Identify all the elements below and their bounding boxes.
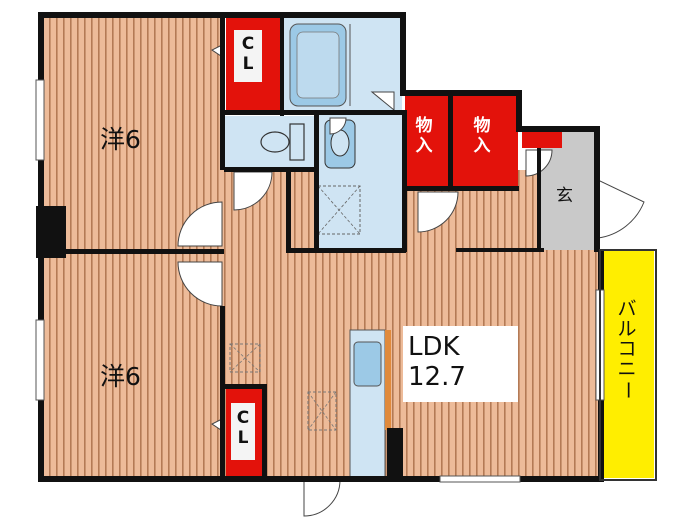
balcony-char-1: バ (617, 298, 637, 320)
wall-washroom-left (286, 172, 291, 252)
closet-upper-l: L (242, 53, 254, 74)
room-label-balcony: バ ル コ ニ ー (616, 298, 639, 400)
kitchen-sink (353, 341, 382, 387)
wall-toilet-bottom (224, 167, 316, 172)
ldk-name: LDK (408, 332, 460, 362)
closet-upper-c: C (241, 34, 255, 54)
room-label-ldk: LDK 12.7 (408, 332, 466, 393)
wall-right-entrance (594, 128, 600, 252)
wall-closet-lower-top (224, 384, 266, 389)
wall-entrance-top (516, 126, 600, 132)
storage-label-2: 物 入 (471, 116, 493, 157)
fridge-cross-a (307, 391, 337, 431)
doors (177, 43, 645, 517)
wall-washroom-right (402, 110, 407, 252)
storage-2-line1: 物 (473, 116, 491, 136)
wall-pillar-left (36, 206, 66, 258)
wall-west-lower-right (220, 306, 225, 482)
wall-bottom (38, 476, 604, 482)
storage-2-line2: 入 (473, 136, 491, 157)
west-upper-room-floor (42, 16, 224, 250)
closets (226, 16, 562, 476)
window-west-upper (35, 79, 45, 161)
toilet-bowl (260, 131, 290, 153)
window-ldk-bottom (439, 475, 521, 483)
closet-label-upper: C L (238, 34, 258, 74)
door-bath (370, 91, 395, 112)
room-label-west-upper: 洋6 (100, 125, 141, 154)
wall-storage-bottom (405, 186, 519, 191)
wall-washroom-bottom (286, 248, 406, 253)
wall-toilet-right (314, 114, 319, 252)
toilet-tank (289, 123, 305, 161)
room-label-entrance: 玄 (556, 186, 573, 206)
door-storage-1 (417, 191, 459, 233)
wall-west-rooms-right (220, 12, 225, 170)
ldk-label-box (403, 326, 518, 402)
wall-wet-bottom (224, 110, 406, 115)
wall-closet-lower-right (262, 384, 267, 480)
balcony-char-5: ー (616, 380, 639, 400)
storage-1 (405, 96, 449, 188)
door-washroom (329, 117, 347, 135)
door-west-upper (177, 201, 223, 247)
door-ldk-bottom (303, 479, 341, 517)
balcony-border (599, 249, 657, 481)
wall-room-divider (42, 249, 224, 254)
wall-step-top (400, 90, 520, 96)
storage-1-line1: 物 (415, 116, 433, 136)
storage-1-line2: 入 (415, 136, 433, 157)
balcony-char-3: コ (617, 337, 637, 360)
hatch-cross-b (229, 343, 261, 373)
storage-label-1: 物 入 (413, 116, 435, 157)
balcony-char-2: ル (617, 317, 637, 340)
door-west-lower (177, 261, 223, 307)
wall-bath-right (400, 12, 406, 96)
storage-2 (452, 96, 518, 188)
balcony-floor (600, 250, 654, 478)
closet-label-lower: C L (233, 408, 253, 448)
walls (36, 12, 604, 482)
wall-entrance-left (537, 148, 541, 252)
closet-lower-l: L (237, 427, 249, 448)
closet-upper-inner (234, 30, 262, 82)
closet-lower-inner (231, 403, 255, 460)
shoe-cabinet (522, 130, 562, 148)
washer-cross-b (317, 185, 361, 235)
balcony-char-4: ニ (617, 357, 637, 380)
ldk-size: 12.7 (408, 361, 466, 392)
hall-storage-hatch (229, 343, 261, 373)
window-west-lower (35, 319, 45, 401)
wall-closet-right (280, 12, 284, 116)
bathtub-basin (296, 31, 340, 99)
fridge-cross-b (307, 391, 337, 431)
closet-lower-c: C (236, 408, 250, 428)
kitchen-backsplash (385, 330, 391, 430)
floors (42, 16, 654, 478)
fridge-space (307, 391, 337, 431)
wall-storage-divider (448, 94, 453, 190)
door-entrance (597, 179, 645, 239)
kitchen-column (387, 428, 403, 478)
room-label-west-lower: 洋6 (100, 362, 141, 391)
wall-hall-bottom (456, 248, 544, 252)
wall-step-right (516, 90, 522, 132)
door-toilet (233, 171, 273, 211)
